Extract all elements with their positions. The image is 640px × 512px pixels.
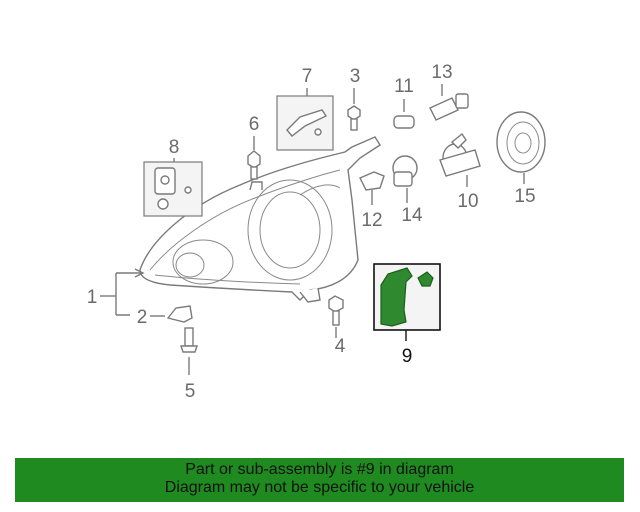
label-9: 9 [402, 346, 413, 367]
callout-14: 14 [392, 155, 423, 226]
headlight-housing [139, 136, 381, 303]
label-6: 6 [249, 114, 260, 135]
banner-line-1: Part or sub-assembly is #9 in diagram [185, 461, 454, 478]
callout-8: 8 [143, 137, 203, 217]
label-15: 15 [514, 186, 535, 207]
callout-7: 7 [276, 66, 334, 151]
label-3: 3 [350, 66, 361, 87]
callout-4: 4 [328, 295, 346, 357]
label-13: 13 [431, 62, 452, 83]
label-1: 1 [87, 287, 98, 308]
callout-15: 15 [496, 111, 546, 207]
label-7: 7 [302, 66, 313, 87]
callout-13: 13 [429, 62, 469, 121]
banner-line-2: Diagram may not be specific to your vehi… [164, 479, 475, 496]
callout-10: 10 [439, 132, 481, 212]
label-10: 10 [457, 191, 478, 212]
callout-2: 2 [137, 305, 193, 328]
info-banner: Part or sub-assembly is #9 in diagram Di… [15, 458, 624, 502]
label-12: 12 [361, 210, 382, 231]
label-11: 11 [394, 76, 414, 97]
callout-9-highlighted[interactable]: 9 [373, 263, 441, 367]
callout-1: 1 [87, 268, 145, 316]
callout-5: 5 [180, 327, 198, 402]
label-5: 5 [185, 381, 196, 402]
label-4: 4 [335, 336, 346, 357]
label-8: 8 [169, 137, 180, 158]
label-2: 2 [137, 307, 148, 328]
callout-12: 12 [359, 171, 385, 231]
callout-6: 6 [247, 114, 261, 180]
callout-3: 3 [347, 66, 361, 131]
label-14: 14 [401, 205, 423, 226]
callout-11: 11 [393, 76, 415, 129]
